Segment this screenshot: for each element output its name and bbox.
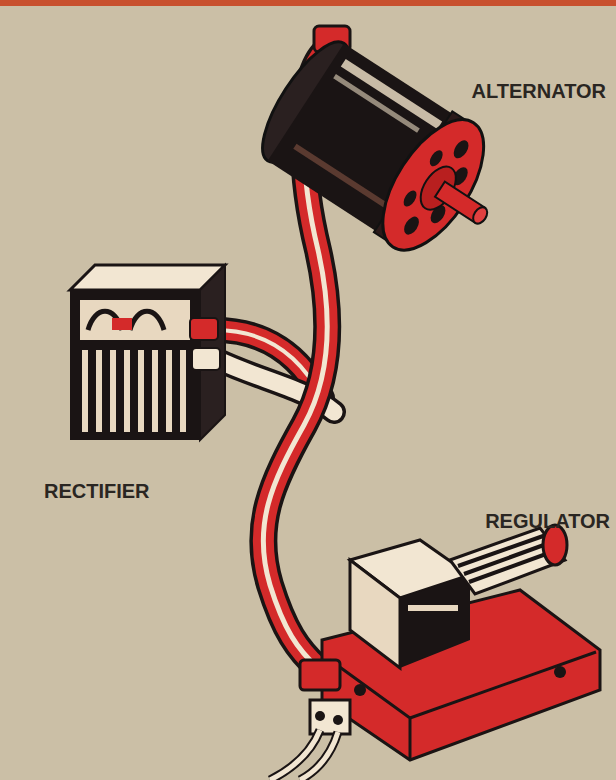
part-label: RECTIFIER <box>44 480 150 503</box>
alternator-drawing <box>245 27 525 281</box>
coil <box>450 525 567 594</box>
part-label: ALTERNATOR <box>472 80 606 103</box>
part-label: REGULATOR <box>485 510 610 533</box>
regulator-drawing <box>270 525 600 780</box>
rectifier-drawing <box>70 265 225 440</box>
top-band <box>0 0 616 6</box>
